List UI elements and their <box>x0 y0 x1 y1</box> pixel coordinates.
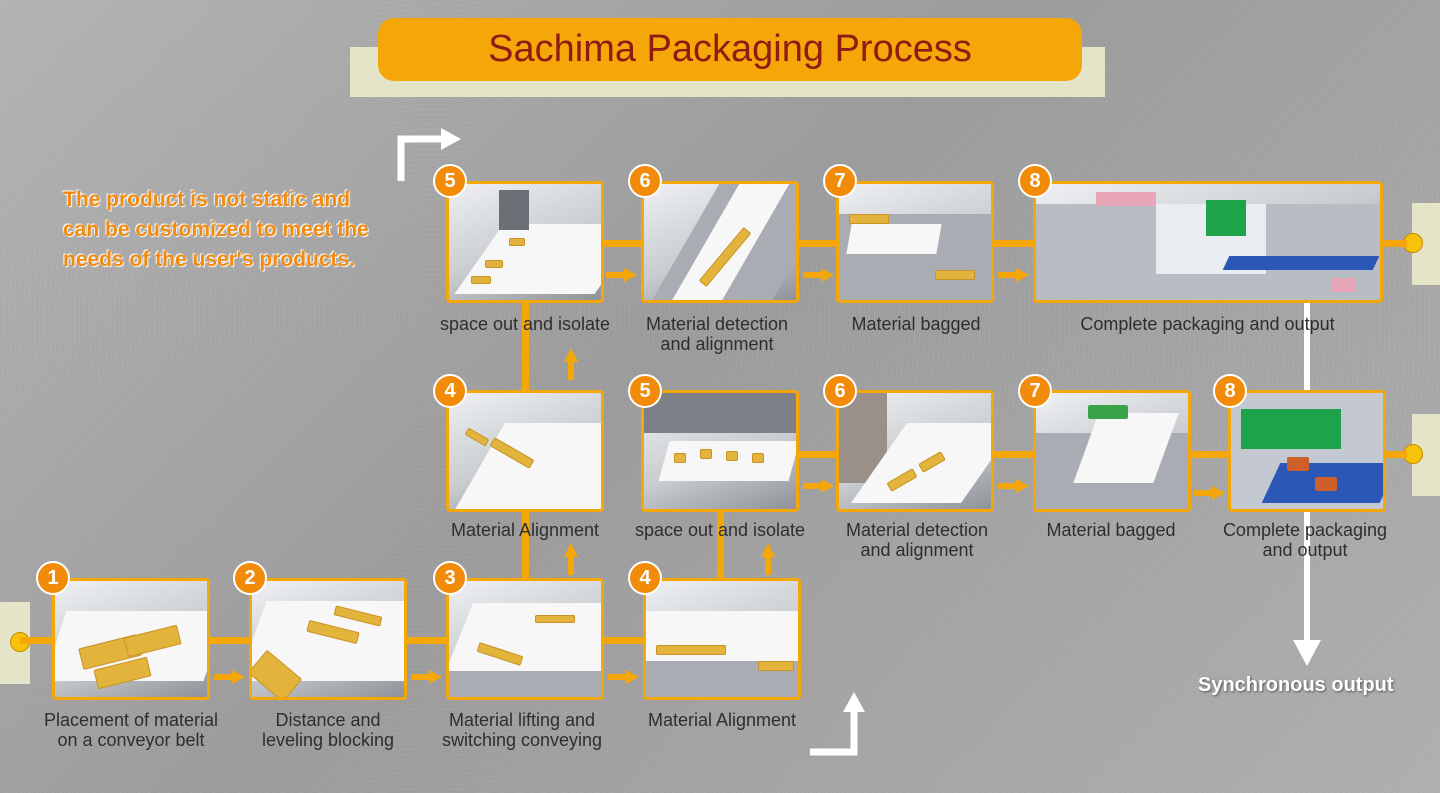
step-photo-placement <box>52 578 210 700</box>
connector <box>601 240 641 247</box>
flow-arrow-icon <box>214 670 245 684</box>
flow-arrow-icon <box>411 670 442 684</box>
flow-arrow-icon <box>803 268 834 282</box>
step-photo-distance <box>249 578 407 700</box>
step-badge: 8 <box>1213 374 1247 408</box>
step-photo-detection-middle <box>836 390 994 512</box>
flow-arrow-icon <box>998 268 1029 282</box>
connector <box>991 240 1037 247</box>
step-badge: 4 <box>628 561 662 595</box>
step-badge: 7 <box>823 164 857 198</box>
step-label: Material Alignment <box>450 520 600 540</box>
output-arrow-icon <box>1293 640 1321 666</box>
connector <box>991 451 1037 458</box>
step-label: Complete packaging and output <box>1080 314 1335 334</box>
step-photo-complete-top <box>1033 181 1383 303</box>
step-label: space out and isolate <box>439 314 611 334</box>
step-label: space out and isolate <box>634 520 806 540</box>
step-badge: 5 <box>628 374 662 408</box>
bent-arrow-right-icon <box>397 128 461 181</box>
connector <box>404 637 450 644</box>
step-badge: 6 <box>823 374 857 408</box>
connector <box>796 240 840 247</box>
step-photo-space-out-middle <box>641 390 799 512</box>
page-title: Sachima Packaging Process <box>488 28 972 70</box>
step-badge: 7 <box>1018 374 1052 408</box>
flow-arrow-up-icon <box>761 543 775 575</box>
step-photo-lifting <box>446 578 604 700</box>
step-badge: 4 <box>433 374 467 408</box>
synchronous-output-label: Synchronous output <box>1198 674 1394 696</box>
step-photo-space-out-top <box>446 181 604 303</box>
step-badge: 5 <box>433 164 467 198</box>
flow-arrow-up-icon <box>564 543 578 575</box>
connector <box>207 637 253 644</box>
connector <box>1383 451 1407 458</box>
step-badge: 8 <box>1018 164 1052 198</box>
step-badge: 1 <box>36 561 70 595</box>
step-photo-bagged-top <box>836 181 994 303</box>
step-photo-detection-top <box>641 181 799 303</box>
step-photo-alignment-middle <box>446 390 604 512</box>
step-photo-bagged-middle <box>1033 390 1191 512</box>
step-badge: 2 <box>233 561 267 595</box>
flow-arrow-icon <box>608 670 639 684</box>
connector <box>1186 451 1232 458</box>
step-photo-alignment-bottom <box>643 578 801 700</box>
title-banner: Sachima Packaging Process <box>378 18 1082 81</box>
customization-note: The product is not static and can be cus… <box>63 188 369 271</box>
step-badge: 3 <box>433 561 467 595</box>
step-label: Material bagged <box>851 314 981 334</box>
connector-vertical <box>717 510 724 582</box>
bent-arrow-up-icon <box>810 692 865 756</box>
connector <box>601 637 647 644</box>
flow-arrow-icon <box>1194 486 1225 500</box>
connector <box>796 451 840 458</box>
step-label: Material bagged <box>1046 520 1176 540</box>
connector <box>1381 240 1407 247</box>
step-label: Material Alignment <box>647 710 797 730</box>
step-badge: 6 <box>628 164 662 198</box>
flow-arrow-icon <box>998 479 1029 493</box>
flow-arrow-icon <box>803 479 834 493</box>
connector <box>20 637 56 644</box>
flow-arrow-up-icon <box>564 348 578 380</box>
flow-arrow-icon <box>606 268 637 282</box>
step-photo-complete-middle <box>1228 390 1386 512</box>
